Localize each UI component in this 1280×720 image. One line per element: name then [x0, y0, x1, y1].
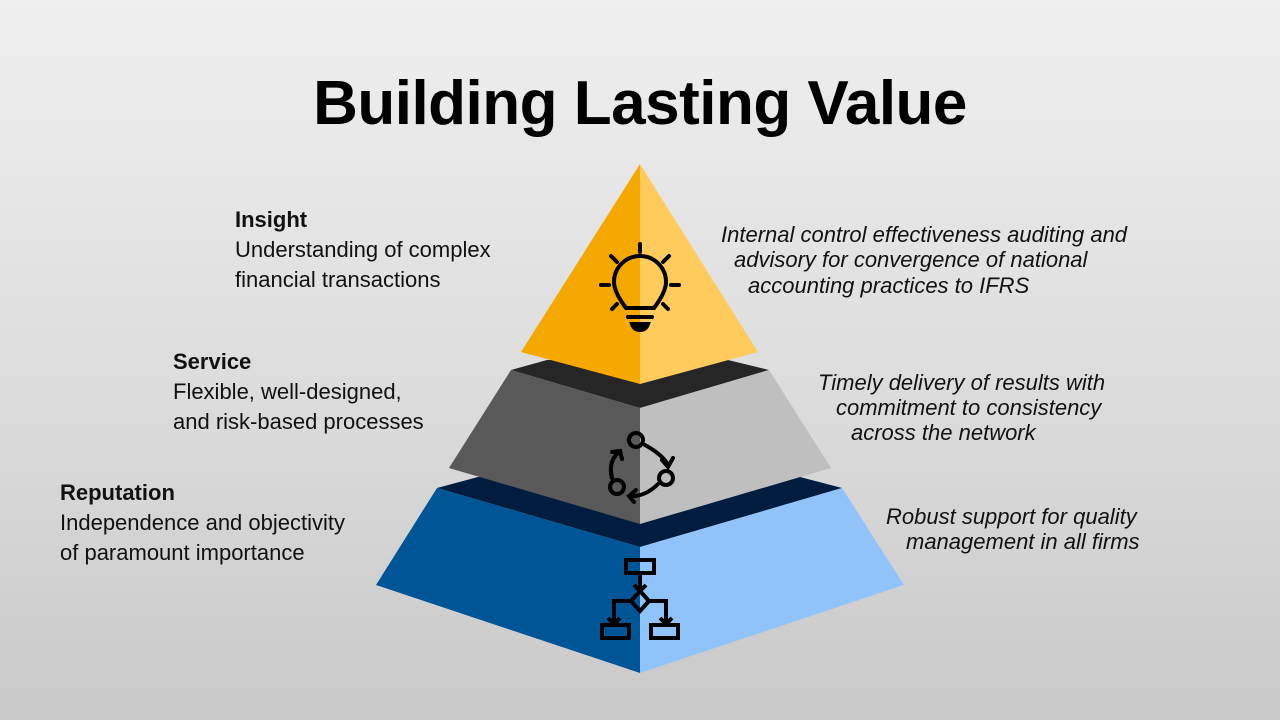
tier-detail-line: accounting practices to IFRS — [748, 273, 1030, 298]
tier-detail-line: Internal control effectiveness auditing … — [721, 222, 1128, 247]
tier-description-line: of paramount importance — [60, 540, 305, 565]
tier-face-right — [640, 164, 758, 384]
tier-heading: Insight — [235, 207, 308, 232]
tier-description-line: financial transactions — [235, 267, 441, 292]
tier-description-line: Understanding of complex — [235, 237, 491, 262]
tier-description-insight: Insight Understanding of complex financi… — [235, 205, 491, 295]
tier-heading: Reputation — [60, 480, 175, 505]
tier-detail-line: Timely delivery of results with — [818, 370, 1106, 395]
tier-face-left — [449, 370, 640, 524]
tier-detail-line: advisory for convergence of national — [734, 247, 1088, 272]
pyramid-tier-insight — [521, 164, 758, 384]
tier-face-left — [521, 164, 640, 384]
slide-title: Building Lasting Value — [313, 69, 967, 138]
tier-detail-line: commitment to consistency — [836, 395, 1102, 420]
cycle-icon — [608, 431, 675, 504]
tier-description-line: and risk-based processes — [173, 409, 424, 434]
tier-face-right — [640, 370, 831, 524]
tier-face-right — [640, 488, 904, 673]
flowchart-icon — [600, 558, 680, 640]
tier-description-line: Independence and objectivity — [60, 510, 345, 535]
tier-description-reputation: Reputation Independence and objectivity … — [60, 478, 345, 568]
tier-detail-line: across the network — [851, 420, 1036, 445]
tier-detail-line: Robust support for quality — [886, 504, 1137, 529]
tier-description-service: Service Flexible, well-designed, and ris… — [173, 347, 424, 437]
tier-detail-line: management in all firms — [906, 529, 1140, 554]
tier-face-left — [376, 488, 640, 673]
tier-description-line: Flexible, well-designed, — [173, 379, 402, 404]
lightbulb-icon — [599, 242, 681, 333]
tier-heading: Service — [173, 349, 252, 374]
